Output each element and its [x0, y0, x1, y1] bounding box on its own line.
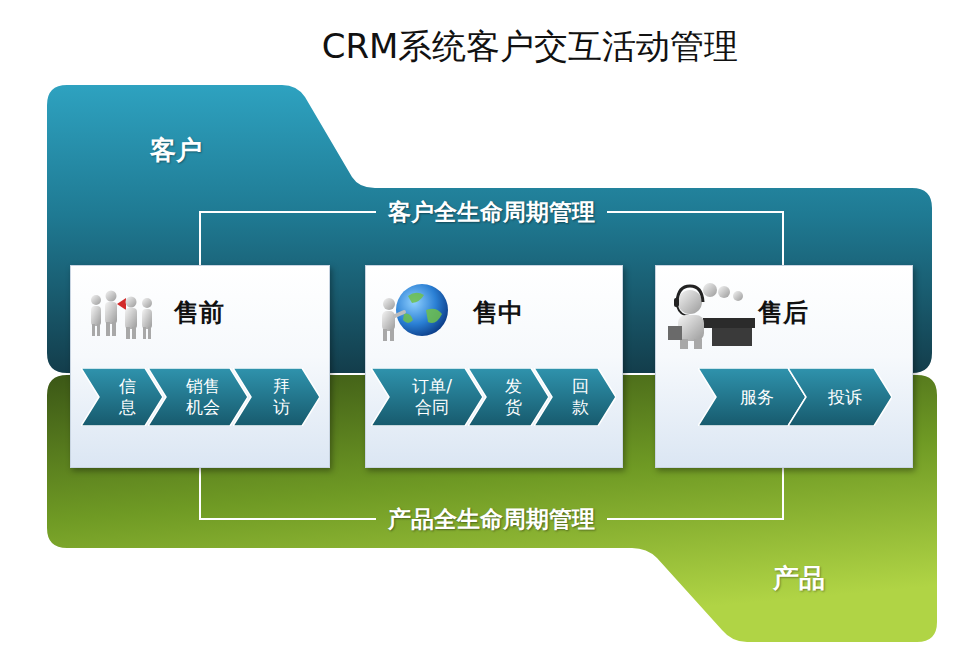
chevron-outline	[468, 368, 549, 426]
chevron-outline	[698, 368, 806, 426]
step-chevron: 订单/ 合同	[371, 368, 483, 426]
stage-title: 售后	[758, 296, 808, 329]
step-chevron: 服务	[698, 368, 806, 426]
step-label: 服务	[730, 387, 774, 408]
step-chevron: 回 款	[534, 368, 616, 426]
chevron-outline	[371, 368, 483, 426]
step-label: 信 息	[109, 376, 136, 418]
chevron-outline	[148, 368, 248, 426]
chevron-outline	[534, 368, 616, 426]
step-chevron: 投诉	[788, 368, 892, 426]
stage-box: 售前信 息 销售 机会 拜 访	[70, 265, 330, 468]
step-label: 发 货	[495, 376, 522, 418]
band-title: 产品	[773, 561, 825, 596]
step-chevron: 信 息	[81, 368, 163, 426]
step-chevron: 销售 机会	[148, 368, 248, 426]
stage-box: 售中订单/ 合同 发 货 回 款	[365, 265, 623, 468]
stage-title: 售前	[174, 296, 224, 329]
step-label: 投诉	[818, 387, 862, 408]
step-label: 订单/ 合同	[402, 376, 452, 418]
chevron-outline	[81, 368, 163, 426]
stage-box: 售后服务 投诉	[655, 265, 913, 468]
chevron-outline	[788, 368, 892, 426]
step-label: 回 款	[562, 376, 589, 418]
step-chevron: 拜 访	[233, 368, 320, 426]
step-label: 销售 机会	[176, 376, 220, 418]
band-title: 客户	[150, 133, 202, 168]
connector-label: 产品全生命周期管理	[388, 504, 595, 535]
connector-label: 客户全生命周期管理	[388, 197, 595, 228]
chevron-outline	[233, 368, 320, 426]
step-chevron: 发 货	[468, 368, 549, 426]
step-label: 拜 访	[263, 376, 290, 418]
diagram-title: CRM系统客户交互活动管理	[322, 24, 739, 70]
stage-title: 售中	[473, 296, 523, 329]
